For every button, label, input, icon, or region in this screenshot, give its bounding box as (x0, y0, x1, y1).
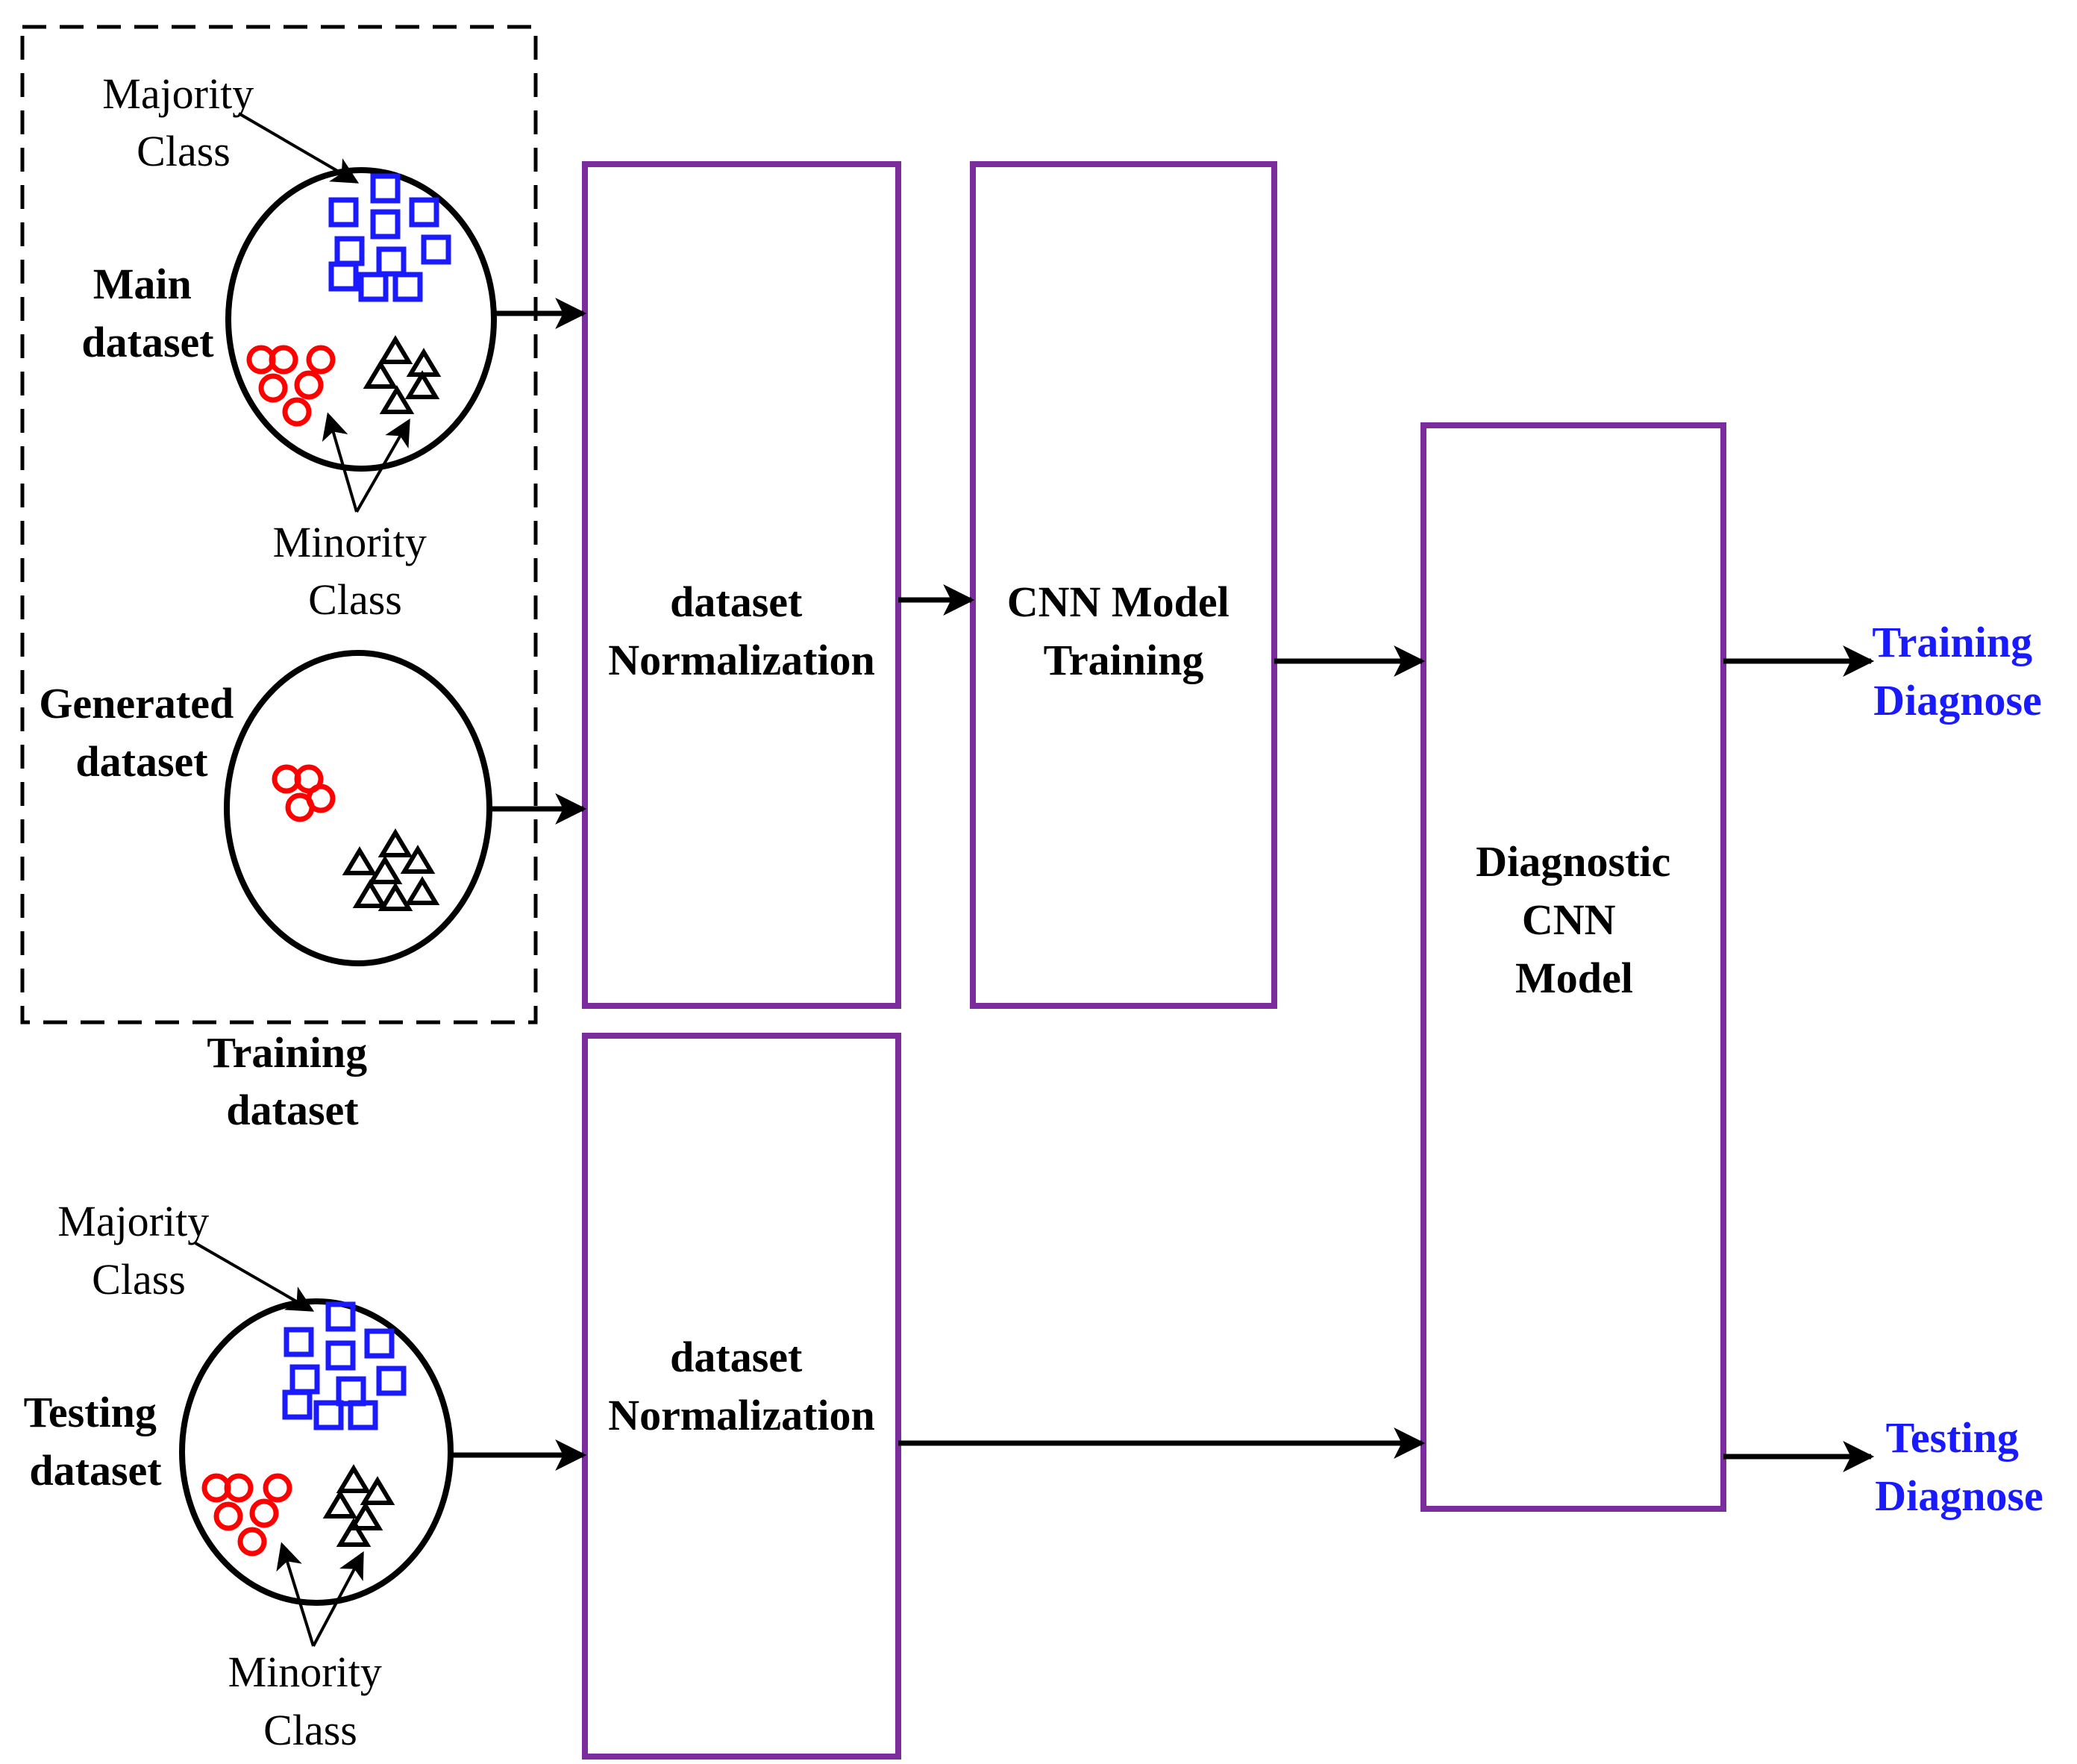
generated-minority-triangles (342, 828, 440, 911)
training-diagnose-label: Training Diagnose (1872, 618, 2043, 725)
normalization-box-test-label: dataset Normalization (608, 1333, 875, 1439)
testing-minority-triangles (322, 1464, 395, 1547)
training-dataset-label: Training dataset (207, 1028, 378, 1134)
cnn-training-box-label: CNN Model Training (1007, 578, 1241, 684)
cnn-training-box: CNN Model Training (970, 161, 1277, 1009)
minority-class-label: Minority Class (273, 518, 438, 624)
testing-dataset: Testing dataset (24, 1197, 454, 1754)
minority-class-pointer-triangles (355, 418, 410, 513)
generated-dataset-ellipse (224, 650, 492, 966)
diagnostic-model-box: Diagnostic CNN Model (1420, 422, 1726, 1512)
minority-class-circles (246, 345, 336, 427)
diagnostic-model-box-label: Diagnostic CNN Model (1476, 837, 1682, 1002)
generated-minority-circles (272, 764, 336, 822)
testing-dataset-label: Testing dataset (24, 1388, 168, 1495)
minority-class-pointer-circles (322, 412, 358, 513)
normalization-box-train: dataset Normalization (582, 161, 901, 1009)
minority-class-triangles (363, 335, 442, 414)
testing-minority-pointer-triangles (312, 1551, 364, 1647)
main-dataset: Main dataset (81, 69, 497, 624)
majority-class-label: Majority Class (102, 69, 264, 175)
generated-dataset-label: Generated dataset (39, 679, 244, 786)
normalization-box-train-label: dataset Normalization (608, 578, 875, 684)
training-dataset-dashed-frame (20, 25, 538, 1025)
testing-majority-class-pointer (195, 1242, 315, 1312)
majority-class-pointer (237, 112, 360, 184)
testing-minority-pointer-circles (276, 1542, 315, 1647)
majority-class-squares (328, 173, 451, 302)
testing-dataset-ellipse (179, 1298, 454, 1606)
testing-majority-class-label: Majority Class (57, 1197, 219, 1304)
testing-diagnose-label: Testing Diagnose (1875, 1413, 2043, 1520)
main-dataset-ellipse (225, 167, 497, 472)
training-dataset-group: Main dataset (20, 25, 538, 1134)
main-dataset-label: Main dataset (81, 260, 214, 366)
testing-minority-class-label: Minority Class (228, 1648, 393, 1754)
testing-minority-circles (201, 1473, 292, 1557)
normalization-box-test: dataset Normalization (582, 1033, 901, 1760)
testing-majority-squares (282, 1301, 407, 1430)
generated-dataset: Generated dataset (39, 650, 492, 966)
